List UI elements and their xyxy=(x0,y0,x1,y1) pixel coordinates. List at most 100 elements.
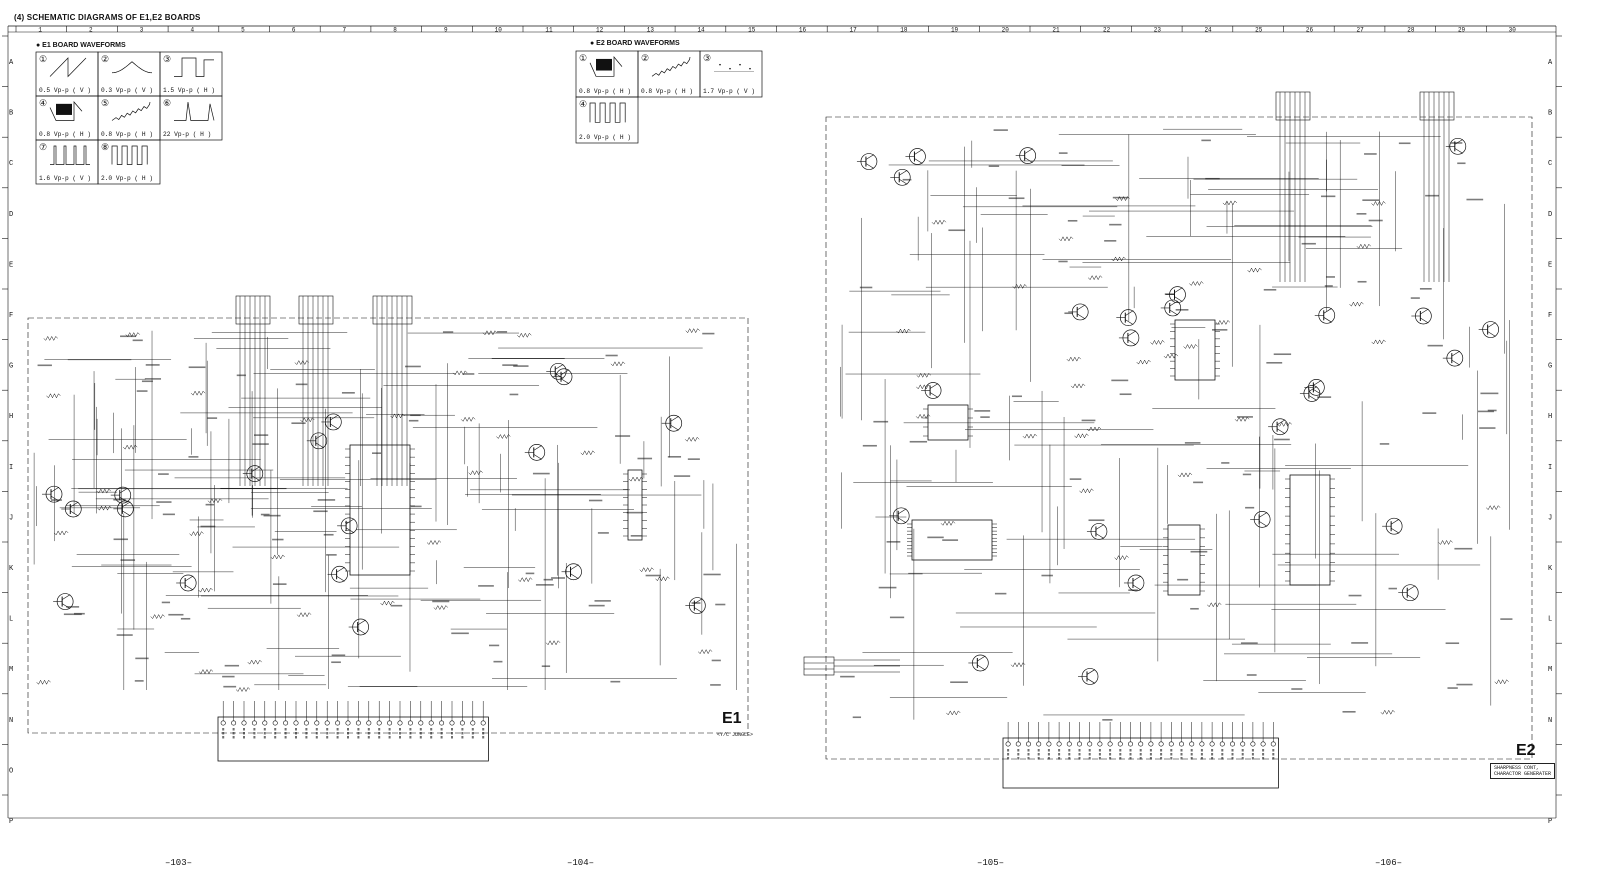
diagram-title: (4) SCHEMATIC DIAGRAMS OF E1,E2 BOARDS xyxy=(14,13,201,22)
column-label: 6 xyxy=(292,27,296,34)
waveform-number: ① xyxy=(579,54,587,64)
column-label: 8 xyxy=(393,27,397,34)
column-label: 2 xyxy=(89,27,93,34)
row-label: F xyxy=(9,312,13,320)
column-label: 14 xyxy=(697,27,705,34)
e1-board-label: E1 xyxy=(722,710,742,727)
waveform-label: 0.5 Vp-p ( V ) xyxy=(39,87,91,94)
e2-waveform-cell: ① 0.8 Vp-p ( H ) xyxy=(575,50,639,98)
row-label: O xyxy=(9,767,13,775)
e1-board-outline xyxy=(27,317,749,734)
e1-waveform-cell: ④ 0.8 Vp-p ( H ) xyxy=(35,95,99,141)
row-label: E xyxy=(9,261,13,269)
e2-waveform-cell: ③ 1.7 Vp-p ( V ) xyxy=(699,50,763,98)
e1-waveform-cell: ⑤0.8 Vp-p ( H ) xyxy=(97,95,161,141)
page-number-104: –104– xyxy=(567,858,595,868)
waveform-label: 0.8 Vp-p ( H ) xyxy=(39,131,91,138)
column-label: 17 xyxy=(850,27,858,34)
e1-connector-cn1 xyxy=(217,701,489,762)
row-label: N xyxy=(1548,717,1552,725)
waveform-label: 0.8 Vp-p ( H ) xyxy=(579,88,631,95)
column-label: 19 xyxy=(951,27,959,34)
waveform-label: 2.0 Vp-p ( H ) xyxy=(579,134,631,141)
row-label: G xyxy=(1548,363,1552,371)
e2-connector-to-e1-board xyxy=(1275,91,1311,282)
row-label: H xyxy=(9,413,13,421)
row-label: A xyxy=(1548,59,1553,67)
waveform-number: ④ xyxy=(39,99,47,109)
waveform-number: ③ xyxy=(703,54,711,64)
waveform-label: 1.7 Vp-p ( V ) xyxy=(703,88,755,95)
row-label: K xyxy=(9,565,14,573)
row-label: L xyxy=(9,616,13,624)
e1-waveform-cell: ②0.3 Vp-p ( V ) xyxy=(97,51,161,97)
e1-waveform-cell: ③1.5 Vp-p ( H ) xyxy=(159,51,223,97)
column-label: 16 xyxy=(799,27,807,34)
waveform-label: 0.3 Vp-p ( V ) xyxy=(101,87,153,94)
column-label: 28 xyxy=(1407,27,1415,34)
row-label: D xyxy=(9,211,13,219)
row-label: F xyxy=(1548,312,1552,320)
column-label: 7 xyxy=(343,27,347,34)
row-label: G xyxy=(9,363,13,371)
e2-waveform-cell: ④ 2.0 Vp-p ( H ) xyxy=(575,96,639,144)
column-label: 4 xyxy=(190,27,194,34)
column-label: 21 xyxy=(1052,27,1060,34)
e2-waveforms-heading: ● E2 BOARD WAVEFORMS xyxy=(590,40,680,47)
column-label: 22 xyxy=(1103,27,1111,34)
column-label: 9 xyxy=(444,27,448,34)
waveform-label: 0.8 Vp-p ( H ) xyxy=(641,88,693,95)
row-label: D xyxy=(1548,211,1552,219)
waveform-number: ② xyxy=(641,54,649,64)
e1-connector-to-a-board xyxy=(235,295,271,486)
row-label: A xyxy=(9,59,14,67)
column-label: 25 xyxy=(1255,27,1263,34)
row-label: J xyxy=(1548,514,1552,522)
waveform-label: 1.6 Vp-p ( V ) xyxy=(39,175,91,182)
row-label: M xyxy=(1548,666,1552,674)
e1-waveform-cell: ①0.5 Vp-p ( V ) xyxy=(35,51,99,97)
column-label: 5 xyxy=(241,27,245,34)
e2-subtitle-line2: CHARACTOR GENERATER xyxy=(1494,771,1552,777)
e1-board-subtitle: <Y/C JUNGLE> xyxy=(717,732,754,738)
row-label: C xyxy=(1548,160,1552,168)
page-number-103: –103– xyxy=(165,858,193,868)
row-label: M xyxy=(9,666,13,674)
row-label: L xyxy=(1548,616,1552,624)
page-number-105: –105– xyxy=(977,858,1005,868)
column-label: 27 xyxy=(1357,27,1365,34)
column-label: 23 xyxy=(1154,27,1162,34)
column-label: 10 xyxy=(495,27,503,34)
e1-waveform-table: ①0.5 Vp-p ( V )②0.3 Vp-p ( V )③1.5 Vp-p … xyxy=(35,51,223,185)
e1-waveforms-heading: ● E1 BOARD WAVEFORMS xyxy=(36,42,126,49)
e1-waveform-cell: ⑦1.6 Vp-p ( V ) xyxy=(35,139,99,185)
e1-waveform-cell: ⑧2.0 Vp-p ( H ) xyxy=(97,139,161,185)
column-label: 13 xyxy=(647,27,655,34)
column-label: 12 xyxy=(596,27,604,34)
column-label: 20 xyxy=(1002,27,1010,34)
e1-waveform-cell: ⑥22 Vp-p ( H ) xyxy=(159,95,223,141)
row-label: C xyxy=(9,160,13,168)
column-label: 30 xyxy=(1509,27,1517,34)
e2-waveform-table: ① 0.8 Vp-p ( H ) ② 0.8 Vp-p ( H ) ③ 1.7 Vp-p … xyxy=(575,50,763,144)
e2-connector-cn2 xyxy=(1002,722,1279,789)
row-label: B xyxy=(9,110,13,118)
row-label: N xyxy=(9,717,13,725)
page-number-106: –106– xyxy=(1375,858,1403,868)
waveform-label: 1.5 Vp-p ( H ) xyxy=(163,87,215,94)
column-label: 1 xyxy=(38,27,42,34)
column-label: 11 xyxy=(545,27,553,34)
e2-board-outline xyxy=(825,116,1533,760)
e1-connector-to-e2-board xyxy=(298,295,334,486)
waveform-number: ④ xyxy=(579,100,587,110)
row-label: K xyxy=(1548,565,1553,573)
row-label: H xyxy=(1548,413,1552,421)
column-label: 18 xyxy=(900,27,908,34)
e1-connector-to-e3-board xyxy=(372,295,413,486)
waveform-number: ⑧ xyxy=(101,143,109,153)
e2-connector-to-e1-board-b xyxy=(1419,91,1455,282)
column-label: 24 xyxy=(1204,27,1212,34)
